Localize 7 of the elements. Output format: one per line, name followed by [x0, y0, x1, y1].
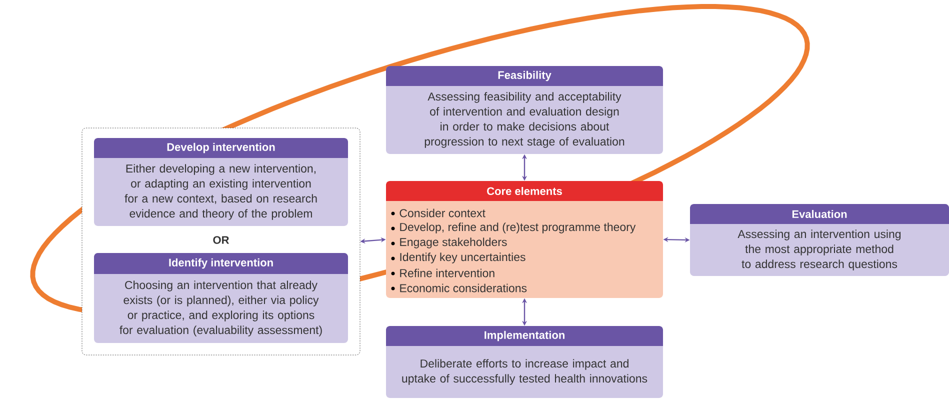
process-box: Implementation Deliberate efforts to increase impact and uptake of successfully tested health innovations: [386, 326, 663, 398]
or-text: OR: [213, 236, 230, 244]
process-box: Feasibility Assessing feasibility and acceptability of intervention and evaluation design in order to make decisions about progression to next stage of evaluation: [386, 66, 663, 154]
process-box: Evaluation Assessing an intervention using the most appropriate method to address research questions: [690, 204, 949, 276]
process-box: Develop intervention Either developing a new intervention, or adapting an existing intervention for a new context, based on research evidence and theory of the problem: [94, 138, 348, 226]
process-box: Identify intervention Choosing an intervention that already exists (or is planned), either via policy or practice, and exploring its options for evaluation (evaluability assessment): [94, 253, 348, 343]
process-box: Core elements Consider context Develop, refine and (re)test programme theory Engage stakeholders Identify key uncertainties Refine intervention Economic considerations: [386, 181, 663, 298]
